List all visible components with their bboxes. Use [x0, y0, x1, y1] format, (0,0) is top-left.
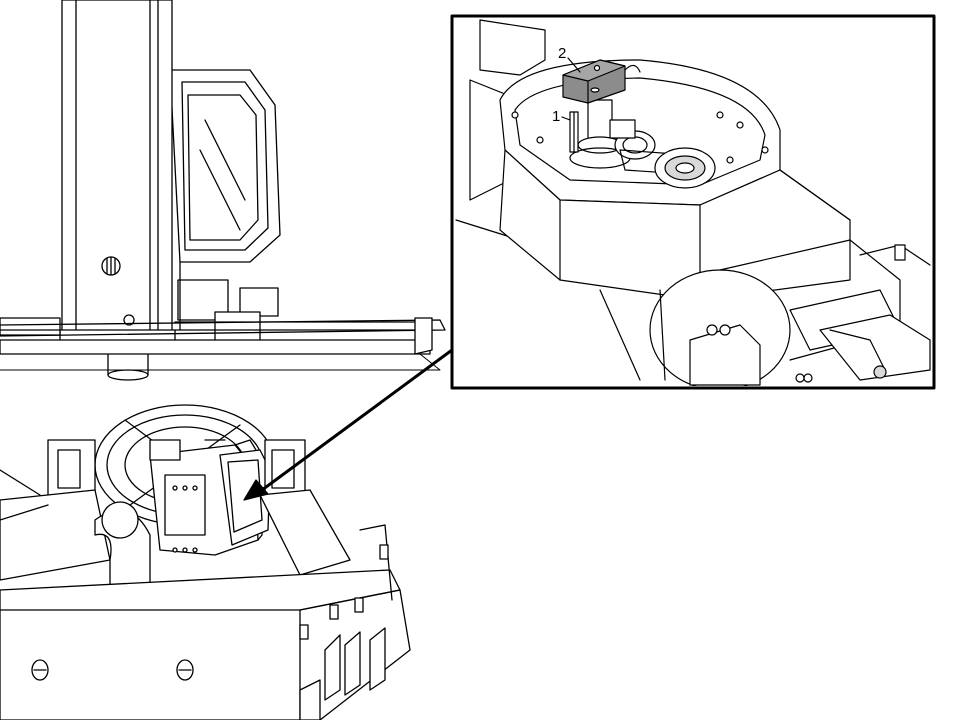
machine-column [59, 0, 281, 381]
callout-label-2: 2 [558, 45, 566, 62]
detail-inset: 2 1 [450, 14, 936, 390]
callout-label-1: 1 [552, 108, 560, 125]
rotary-trunnion [94, 404, 276, 556]
guide-rail-table [0, 317, 446, 371]
callout-pointer-arrow [243, 348, 454, 501]
machine-base [0, 439, 411, 720]
